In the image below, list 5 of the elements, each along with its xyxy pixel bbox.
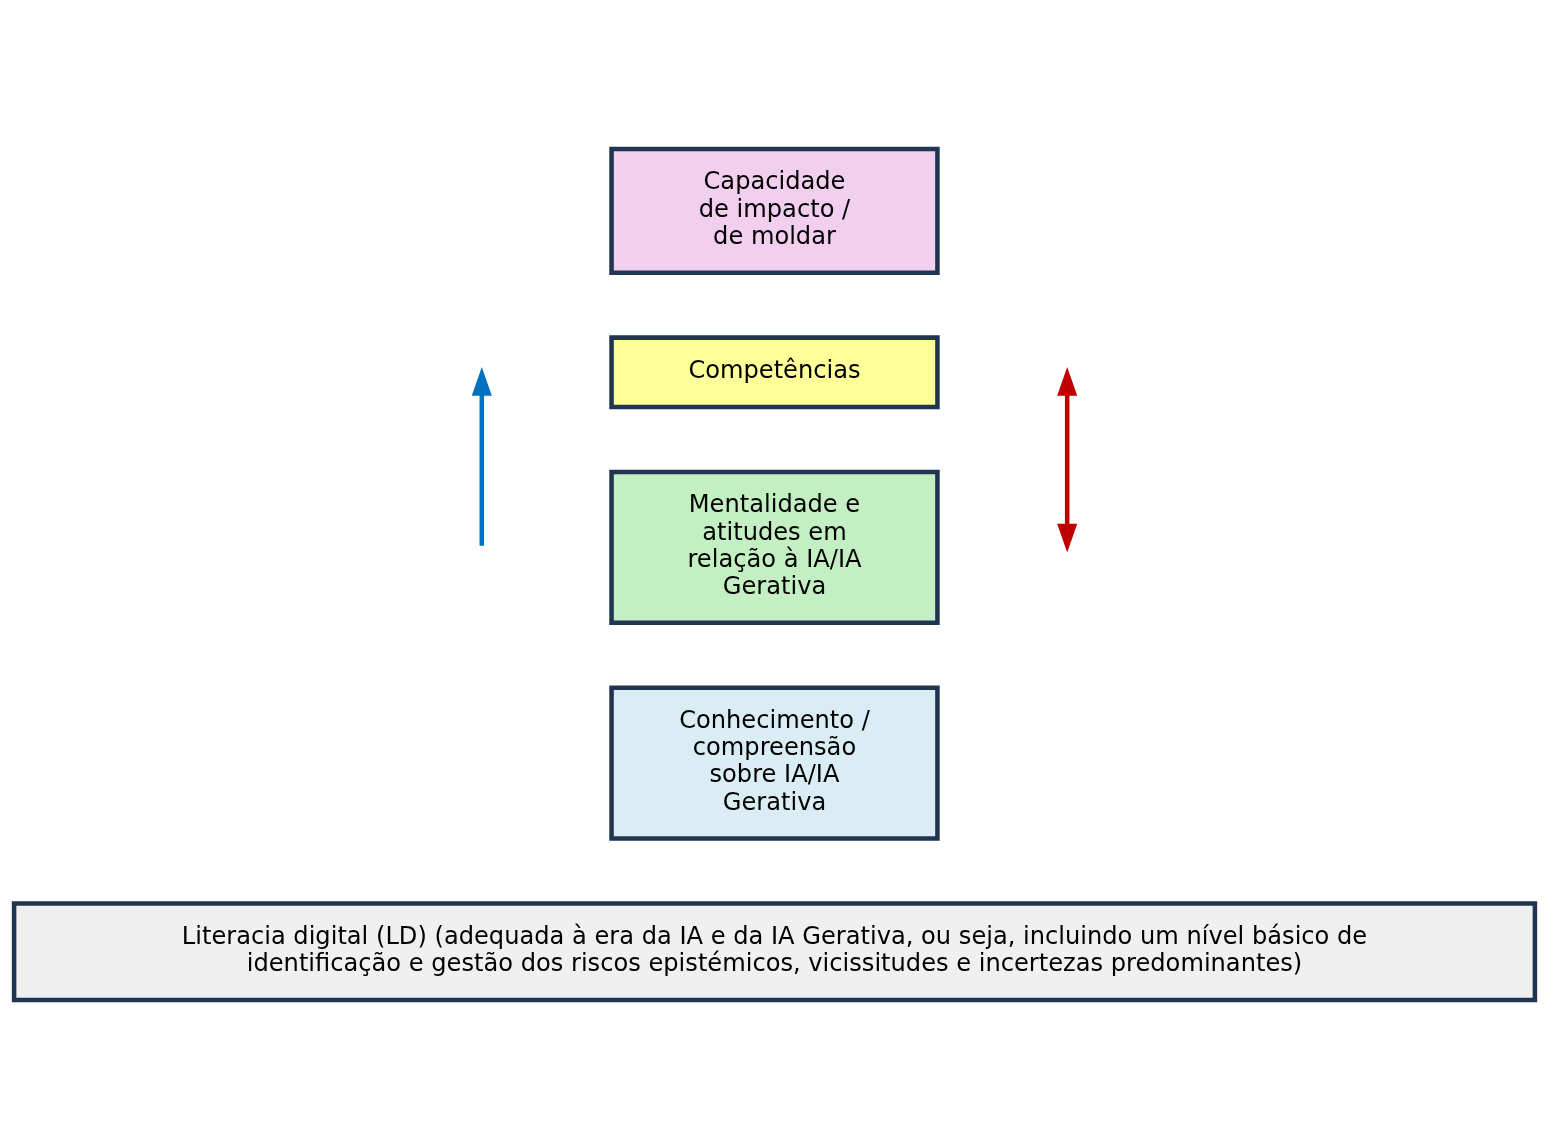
node-box: Literacia digital (LD) (adequada à era da IA e da IA Gerativa, ou seja, incluindo um nível básico de identificação e gestão dos riscos epistémicos, vicissitudes e incertezas predominantes) [11, 900, 1538, 1002]
node-box: Competências [609, 334, 940, 409]
node-box: Conhecimento / compreensão sobre IA/IA Gerativa [609, 684, 940, 841]
node-box: Capacidade de impacto / de moldar [609, 146, 940, 275]
node-box: Mentalidade e atitudes em relação à IA/IA Gerativa [609, 469, 940, 625]
